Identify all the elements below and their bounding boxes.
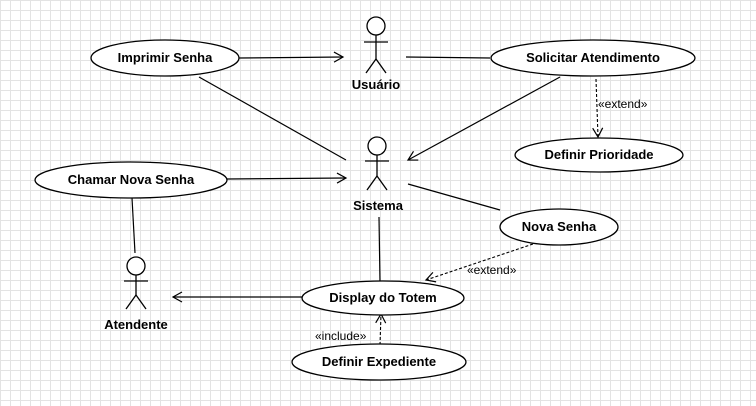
use-case-definir-expediente-label: Definir Expediente — [322, 354, 436, 369]
use-case-solicitar-atendimento-label: Solicitar Atendimento — [526, 50, 660, 65]
assoc-usuario-solicitar — [405, 56, 491, 59]
use-case-solicitar-atendimento[interactable]: Solicitar Atendimento — [490, 39, 696, 77]
include-expediente-arrow — [375, 312, 387, 346]
actor-sistema[interactable]: Sistema — [353, 136, 404, 213]
actor-atendente-head — [126, 256, 146, 276]
assoc-chamar-atendente — [131, 197, 136, 254]
use-case-nova-senha[interactable]: Nova Senha — [499, 208, 619, 246]
extend-prioridade-label: «extend» — [598, 97, 648, 111]
use-case-chamar-nova-senha[interactable]: Chamar Nova Senha — [34, 161, 228, 199]
assoc-solicitar-sistema — [406, 76, 561, 161]
assoc-sistema-display — [378, 216, 381, 284]
assoc-chamar-sistema — [226, 172, 348, 184]
actor-atendente-label: Atendente — [104, 317, 168, 332]
use-case-definir-prioridade[interactable]: Definir Prioridade — [514, 137, 684, 173]
include-expediente-label: «include» — [315, 329, 367, 343]
use-case-definir-prioridade-label: Definir Prioridade — [544, 147, 653, 162]
assoc-imprimir-sistema — [198, 76, 347, 161]
actor-atendente[interactable]: Atendente — [104, 256, 168, 332]
assoc-sistema-nova-senha — [407, 183, 501, 211]
assoc-imprimir-usuario — [238, 51, 345, 63]
use-case-nova-senha-label: Nova Senha — [522, 219, 597, 234]
use-case-chamar-nova-senha-label: Chamar Nova Senha — [68, 172, 195, 187]
use-case-display-do-totem-label: Display do Totem — [329, 290, 436, 305]
extend-nova-senha-arrow — [424, 243, 534, 283]
actor-sistema-label: Sistema — [353, 198, 404, 213]
actor-usuario[interactable]: Usuário — [352, 16, 400, 92]
use-case-imprimir-senha-label: Imprimir Senha — [118, 50, 213, 65]
use-case-definir-expediente[interactable]: Definir Expediente — [291, 343, 467, 381]
actor-sistema-head — [367, 136, 387, 156]
use-case-imprimir-senha[interactable]: Imprimir Senha — [90, 39, 240, 77]
use-case-display-do-totem[interactable]: Display do Totem — [301, 280, 465, 316]
actor-usuario-label: Usuário — [352, 77, 400, 92]
extend-nova-senha-label: «extend» — [467, 263, 517, 277]
actor-usuario-head — [366, 16, 386, 36]
